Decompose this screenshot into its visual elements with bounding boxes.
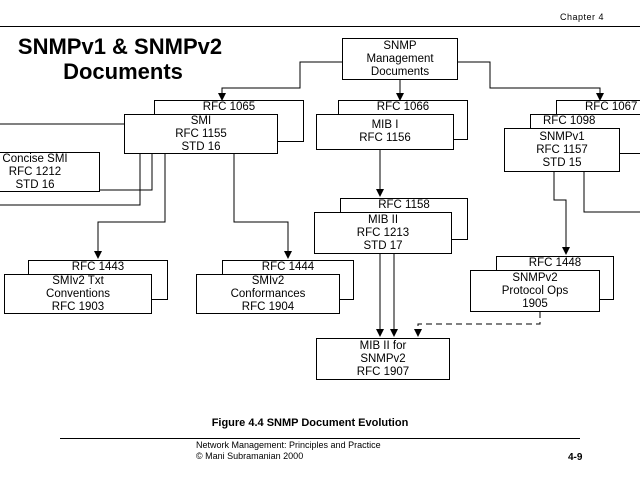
connector-v1-right <box>583 172 640 213</box>
smi-box: SMI RFC 1155 STD 16 <box>124 114 278 154</box>
mib2-box: MIB II RFC 1213 STD 17 <box>314 212 452 254</box>
rfc1443-label: RFC 1443 <box>71 261 125 273</box>
mib2-line-2: RFC 1213 <box>356 226 410 239</box>
snmpv1-box: SNMPv1 RFC 1157 STD 15 <box>504 128 620 172</box>
mib1-line-2: RFC 1156 <box>359 132 411 144</box>
page-number: 4-9 <box>568 452 583 463</box>
smi-line-2: RFC 1155 <box>175 127 227 140</box>
smiv2txt-line-2: Conventions <box>46 287 110 300</box>
snmpv2ops-line-1: SNMPv2 <box>512 271 558 284</box>
connector-smi-concise-3 <box>100 152 153 191</box>
rfc1158-label: RFC 1158 <box>378 199 430 211</box>
mib1-box: MIB I RFC 1156 <box>316 114 454 150</box>
smiv2conf-line-1: SMIv2 <box>251 274 285 287</box>
connector-smi-concise-2 <box>0 152 141 206</box>
footer-divider <box>60 438 580 439</box>
smi-line-3: STD 16 <box>181 140 221 153</box>
slide-title: SNMPv1 & SNMPv2 Documents <box>0 34 300 84</box>
concise-line-1: Concise SMI <box>2 152 68 165</box>
snmpv2ops-line-2: Protocol Ops <box>501 284 569 297</box>
mib2-line-3: STD 17 <box>363 239 403 252</box>
concise-line-2: RFC 1212 <box>8 165 62 178</box>
rfc1448-label: RFC 1448 <box>528 257 582 269</box>
snmpv1-line-3: STD 15 <box>542 156 582 169</box>
connector-root-left <box>218 61 342 101</box>
root-line-1: SNMP <box>383 39 417 52</box>
snmpv1-line-1: SNMPv1 <box>539 130 585 143</box>
connector-root-right <box>458 61 604 101</box>
rfc1098-label: RFC 1098 <box>543 115 596 127</box>
smiv2txt-line-1: SMIv2 Txt <box>52 274 104 287</box>
smiv2conf-line-3: RFC 1904 <box>241 300 295 313</box>
footer-copyright: © Mani Subramanian 2000 <box>196 451 304 461</box>
connector-smi-1444 <box>233 152 292 259</box>
smiv2-txt-box: SMIv2 Txt Conventions RFC 1903 <box>4 274 152 314</box>
mib2v2-line-3: RFC 1907 <box>356 365 410 378</box>
footer-book-title: Network Management: Principles and Pract… <box>196 440 381 450</box>
mib2-line-1: MIB II <box>367 213 399 226</box>
mib2v2-line-2: SNMPv2 <box>360 352 406 365</box>
concise-line-3: STD 16 <box>15 178 55 191</box>
chapter-label: Chapter 4 <box>560 12 605 22</box>
root-documents-box: SNMP Management Documents <box>342 38 458 80</box>
snmpv2ops-line-3: 1905 <box>522 297 548 310</box>
root-line-3: Documents <box>370 65 430 78</box>
root-line-2: Management <box>366 52 434 65</box>
connector-ops-mib2v2 <box>414 312 541 337</box>
connector-v1-1448 <box>553 172 570 255</box>
smi-line-1: SMI <box>190 114 212 127</box>
smiv2txt-line-3: RFC 1903 <box>51 300 105 313</box>
snmpv2-protocol-ops-box: SNMPv2 Protocol Ops 1905 <box>470 270 600 312</box>
figure-caption: Figure 4.4 SNMP Document Evolution <box>211 417 409 429</box>
rfc1066-label: RFC 1066 <box>376 101 430 113</box>
snmpv1-line-2: RFC 1157 <box>536 143 588 156</box>
connector-smi-1443 <box>94 152 166 259</box>
title-line-1: SNMPv1 & SNMPv2 <box>17 34 223 59</box>
concise-smi-box: Concise SMI RFC 1212 STD 16 <box>0 152 100 192</box>
mib2-for-snmpv2-box: MIB II for SNMPv2 RFC 1907 <box>316 338 450 380</box>
rfc1444-label: RFC 1444 <box>261 261 315 273</box>
mib1-line-1: MIB I <box>371 119 399 131</box>
mib2v2-line-1: MIB II for <box>359 339 407 352</box>
rfc1065-label: RFC 1065 <box>202 101 256 113</box>
title-line-2: Documents <box>63 59 183 84</box>
rfc10xx-label: RFC 1067 <box>585 101 638 113</box>
smiv2conf-line-2: Conformances <box>230 287 306 300</box>
top-divider <box>0 26 640 27</box>
smiv2-conformances-box: SMIv2 Conformances RFC 1904 <box>196 274 340 314</box>
